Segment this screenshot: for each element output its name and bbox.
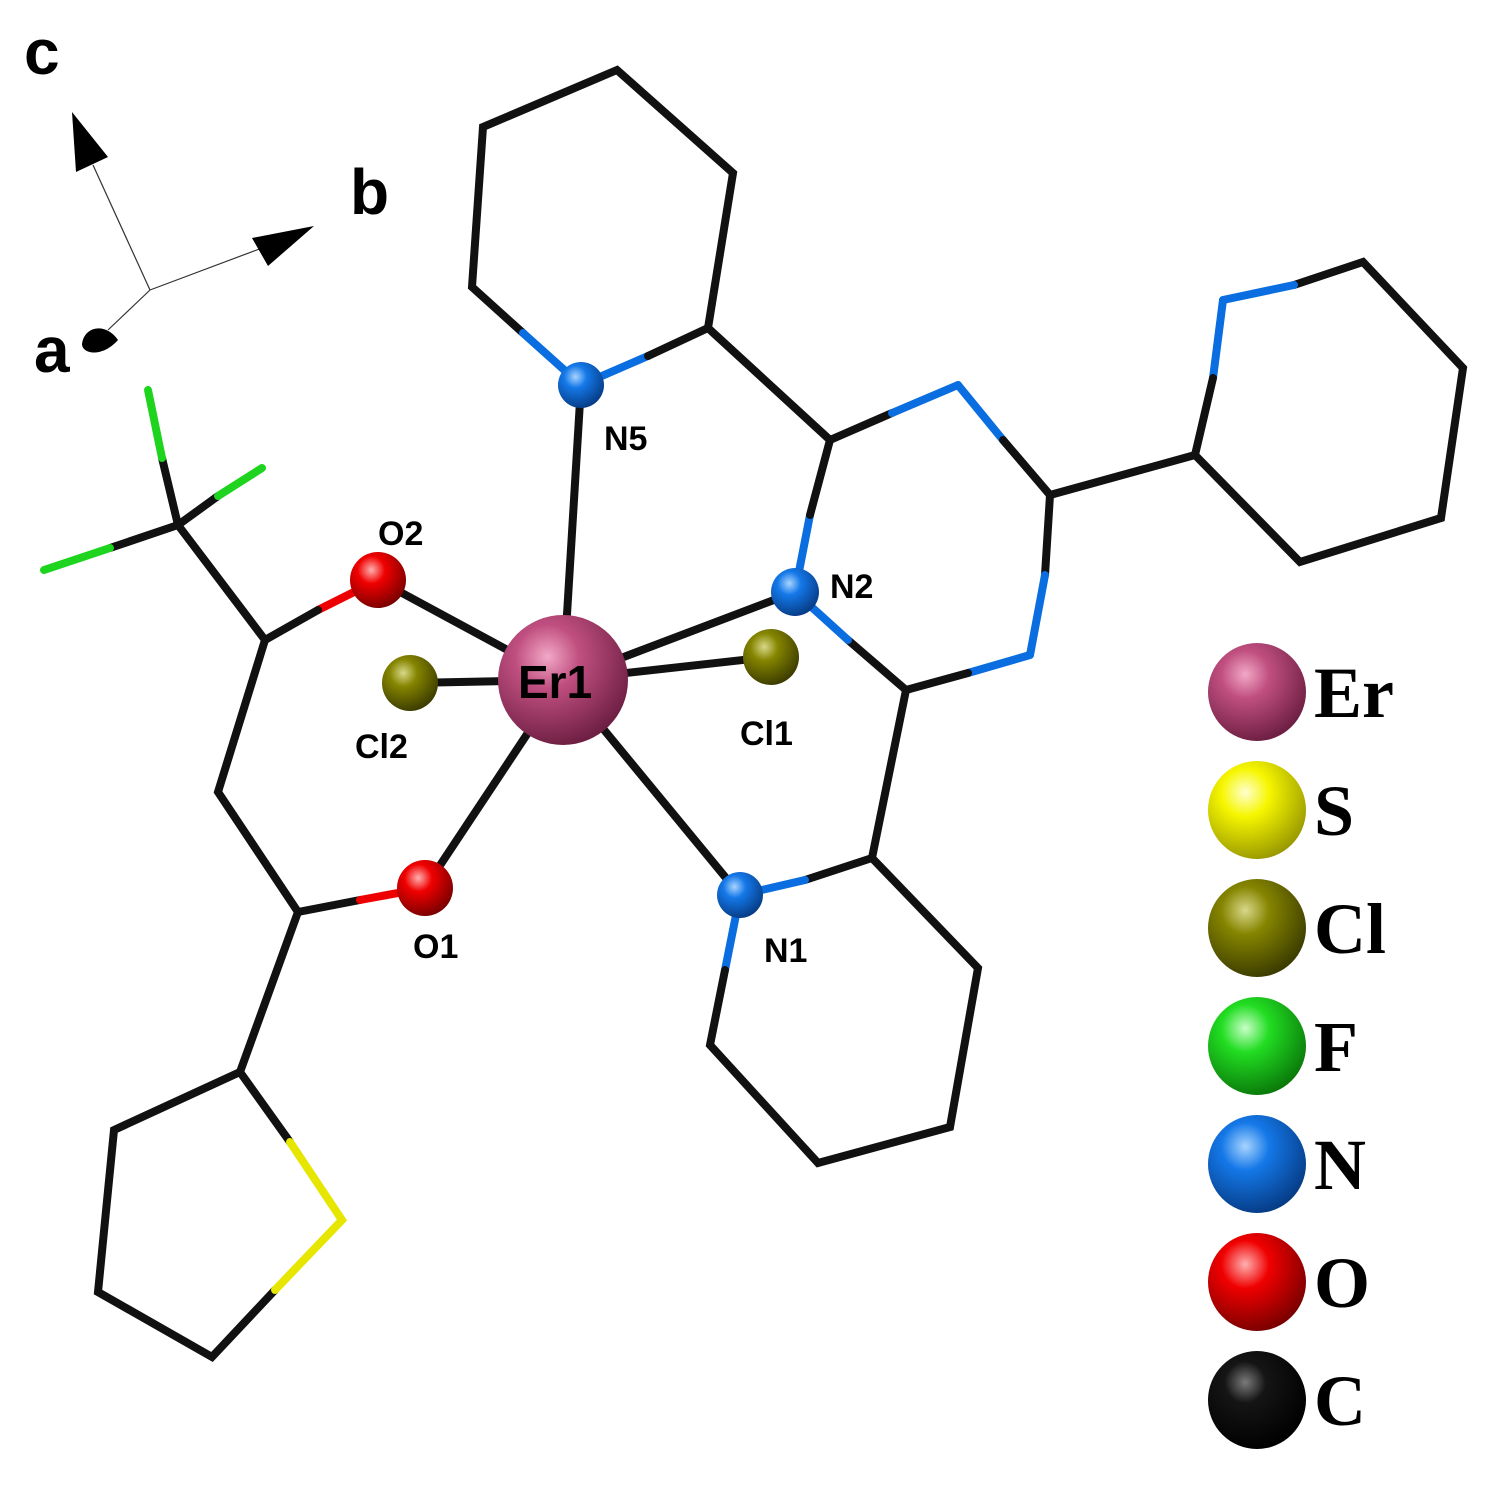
bond-triazine-lower-pyr (868, 686, 910, 862)
legend-label-f: F (1314, 1007, 1358, 1087)
label-n5: N5 (604, 420, 647, 458)
bond-c-c-upper (644, 324, 712, 360)
axis-indicator: c b a (24, 16, 389, 386)
axis-a-label: a (34, 314, 70, 386)
legend-label-cl: Cl (1314, 889, 1386, 969)
legend-swatch-cl (1208, 879, 1306, 977)
legend-label-c: C (1314, 1361, 1366, 1441)
axis-b-arrowhead (252, 226, 314, 266)
bond-triazine-5 (1041, 491, 1054, 579)
bond-c-f3 (40, 544, 114, 574)
legend-swatch-c (1208, 1351, 1306, 1449)
bond-triazine-7 (964, 651, 1034, 677)
axis-a-arrowhead (82, 328, 118, 353)
label-cl2: Cl2 (355, 728, 408, 766)
chain-diketonate (213, 636, 302, 916)
legend-label-o: O (1314, 1243, 1370, 1323)
bond-right-c (1191, 374, 1217, 459)
legend-swatch-f (1208, 997, 1306, 1095)
bond-triazine-6 (1026, 571, 1049, 659)
bond-o2-c2 (261, 606, 322, 644)
bond-triazine-8 (902, 669, 972, 694)
bond-c-o1 (294, 896, 364, 916)
bond-c-cf3 (174, 521, 269, 644)
legend-swatch-o (1208, 1233, 1306, 1331)
legend-label-er: Er (1314, 653, 1394, 733)
atoms (350, 362, 819, 918)
bond-triazine-9 (844, 636, 910, 694)
bond-c-f1-black (158, 454, 182, 529)
axis-b-line (149, 247, 263, 291)
bond-lower-c (801, 854, 876, 884)
label-er1: Er1 (518, 656, 592, 708)
ring-thiophene (93, 1066, 294, 1363)
atom-cl2 (382, 655, 438, 711)
bond-triazine-10 (806, 436, 834, 519)
ring-right-pyridine (1191, 257, 1468, 567)
legend-swatch-er (1208, 643, 1306, 741)
legend-label-n: N (1314, 1125, 1366, 1205)
atom-cl1 (743, 629, 799, 685)
legend-swatch-s (1208, 761, 1306, 859)
axis-c-line (92, 164, 151, 291)
bond-triazine-right-pyr (1046, 451, 1199, 499)
axis-b-label: b (350, 156, 389, 228)
bond-triazine-3 (954, 381, 1007, 444)
bond-right-n-2 (1209, 296, 1227, 382)
legend-swatch-n (1208, 1115, 1306, 1213)
axis-c-label: c (24, 16, 60, 88)
label-o1: O1 (413, 928, 458, 966)
atom-er1 (498, 615, 628, 745)
label-o2: O2 (378, 515, 423, 553)
bond-c-f2 (214, 464, 266, 500)
ring-lower-pyridine (705, 854, 983, 1168)
atom-o2 (350, 552, 406, 608)
legend-label-s: S (1314, 771, 1354, 851)
atom-labels: Er1 N5 N2 N1 O2 O1 Cl2 Cl1 (355, 420, 873, 970)
label-cl1: Cl1 (740, 715, 793, 753)
bond-pyr-triazine (704, 324, 834, 444)
bond-c-f2-black (174, 492, 222, 529)
axis-c-arrowhead (72, 112, 108, 172)
bond-triazine-2 (888, 381, 962, 417)
bond-triazine-1 (826, 409, 896, 444)
bond-c-f1 (144, 386, 166, 462)
bond-chain-thiophene (236, 908, 302, 1076)
ring-upper-pyridine (467, 65, 738, 337)
bond-right-n-1 (1219, 281, 1298, 304)
label-n2: N2 (830, 568, 873, 606)
atom-n5 (558, 362, 604, 408)
atom-n1 (717, 872, 763, 918)
label-n1: N1 (764, 932, 807, 970)
atom-n2 (771, 568, 819, 616)
axis-a-line (107, 289, 151, 331)
atom-o1 (397, 860, 453, 916)
bond-triazine-4 (999, 436, 1054, 499)
bond-c-f3-black (106, 521, 182, 552)
bond-thiophene-s (271, 1138, 348, 1294)
